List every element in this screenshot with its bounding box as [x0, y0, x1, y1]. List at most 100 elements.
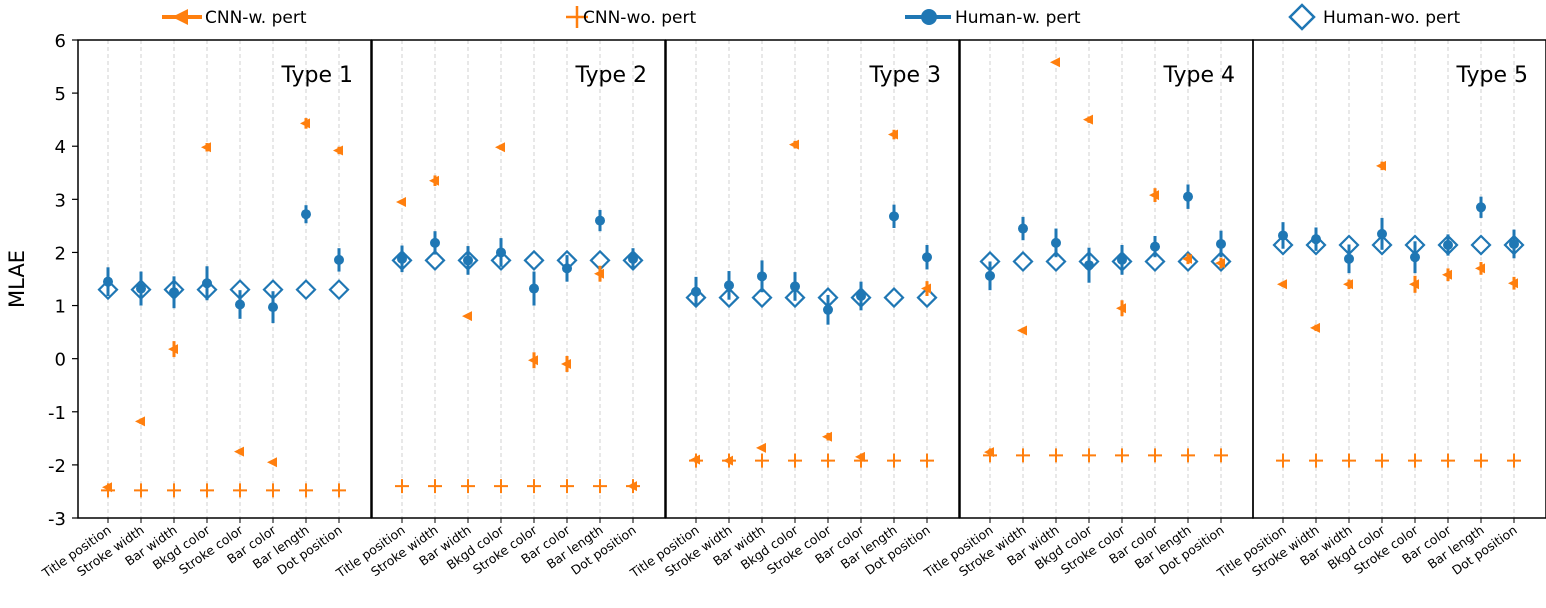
cnn-w-pert-point [723, 455, 733, 466]
legend-label: Human-wo. pert [1323, 8, 1460, 28]
cnn-w-pert-point [1277, 279, 1287, 290]
panel-title: Type 2 [574, 63, 647, 88]
cnn-wo-pert-point [167, 483, 181, 498]
panel-title: Type 5 [1455, 63, 1528, 88]
legend-item: Human-w. pert [905, 8, 1081, 28]
cnn-wo-pert-point [887, 453, 901, 468]
cnn-wo-pert-point [332, 483, 346, 498]
cnn-w-pert-point [1149, 190, 1159, 201]
cnn-w-pert-point [201, 142, 211, 153]
legend-label: CNN-w. pert [205, 8, 307, 28]
cnn-w-pert-point [1343, 279, 1353, 290]
panel-frame [77, 39, 372, 519]
cnn-wo-pert-point [593, 479, 607, 494]
cnn-wo-pert-point [1016, 448, 1030, 463]
cnn-w-pert-point [234, 446, 244, 457]
human-w-pert-point [136, 283, 146, 294]
cnn-w-pert-point [135, 416, 145, 427]
cnn-wo-pert-point [1115, 448, 1129, 463]
cnn-wo-pert-point [560, 479, 574, 494]
human-w-pert-point [1051, 237, 1061, 248]
human-w-pert-point [1509, 238, 1519, 249]
cnn-wo-pert-point [788, 453, 802, 468]
panel-frame [1252, 39, 1546, 519]
human-w-pert-point [1344, 253, 1354, 264]
panel-title: Type 1 [280, 63, 353, 88]
cnn-w-pert-point [855, 451, 865, 462]
cnn-w-pert-point [1050, 57, 1060, 68]
y-tick-label: 3 [55, 190, 66, 211]
human-w-pert-point [529, 283, 539, 294]
cnn-w-pert-point [888, 129, 898, 140]
cnn-w-pert-point [267, 457, 277, 468]
cnn-w-pert-point [789, 139, 799, 150]
cnn-wo-pert-point [1441, 453, 1455, 468]
human-w-pert-point [856, 290, 866, 301]
human-wo-pert-point [295, 279, 317, 301]
panel-frame [665, 39, 960, 519]
cnn-wo-pert-point [1507, 453, 1521, 468]
human-w-pert-point [1216, 238, 1226, 249]
y-tick-label: -2 [48, 456, 66, 477]
legend: CNN-w. pert CNN-wo. pert Human-w. pert Huma… [162, 3, 1460, 31]
human-w-pert-point [1150, 241, 1160, 252]
cnn-wo-pert-point [428, 479, 442, 494]
human-w-pert-point [103, 276, 113, 287]
cnn-wo-pert-point [1375, 453, 1389, 468]
y-tick-label: 6 [55, 31, 66, 52]
human-w-pert-point [1117, 254, 1127, 265]
cnn-wo-pert-point [299, 483, 313, 498]
cnn-w-pert-point [822, 431, 832, 442]
cnn-w-pert-point [300, 118, 310, 129]
cnn-wo-pert-point [755, 453, 769, 468]
human-w-pert-point [202, 278, 212, 289]
cnn-wo-pert-point [1082, 448, 1096, 463]
cnn-w-pert-point [627, 481, 637, 492]
human-w-pert-point [301, 209, 311, 220]
legend-marker [172, 9, 188, 25]
human-wo-pert-point [523, 249, 545, 271]
cnn-w-pert-point [1376, 160, 1386, 171]
human-w-pert-point [889, 211, 899, 222]
cnn-w-pert-point [1182, 253, 1192, 264]
panel-title: Type 4 [1162, 63, 1235, 88]
human-w-pert-point [823, 304, 833, 315]
human-w-pert-point [1410, 252, 1420, 263]
cnn-wo-pert-point [1474, 453, 1488, 468]
cnn-wo-pert-point [395, 479, 409, 494]
cnn-w-pert-point [1017, 325, 1027, 336]
human-w-pert-point [922, 252, 932, 263]
human-w-pert-point [628, 253, 638, 264]
human-wo-pert-point [1045, 250, 1067, 273]
cnn-wo-pert-point [233, 483, 247, 498]
human-wo-pert-point [751, 287, 773, 309]
cnn-w-pert-point [1442, 269, 1452, 280]
cnn-w-pert-point [1083, 114, 1093, 125]
cnn-w-pert-point [594, 268, 604, 279]
cnn-wo-pert-point [1214, 448, 1228, 463]
human-w-pert-point [1084, 260, 1094, 271]
legend-label: CNN-wo. pert [583, 8, 696, 28]
cnn-w-pert-point [1508, 278, 1518, 289]
human-w-pert-point [235, 299, 245, 310]
cnn-wo-pert-point [266, 483, 280, 498]
cnn-wo-pert-point [494, 479, 508, 494]
y-tick-label: 2 [55, 243, 66, 264]
y-tick-label: 5 [55, 84, 66, 105]
human-w-pert-point [595, 215, 605, 226]
human-wo-pert-point [328, 279, 350, 301]
cnn-wo-pert-point [1408, 453, 1422, 468]
human-wo-pert-point [883, 287, 905, 309]
cnn-wo-pert-point [1309, 453, 1323, 468]
legend-item: CNN-wo. pert [566, 6, 696, 28]
human-w-pert-point [757, 271, 767, 282]
human-wo-pert-point [916, 287, 938, 309]
